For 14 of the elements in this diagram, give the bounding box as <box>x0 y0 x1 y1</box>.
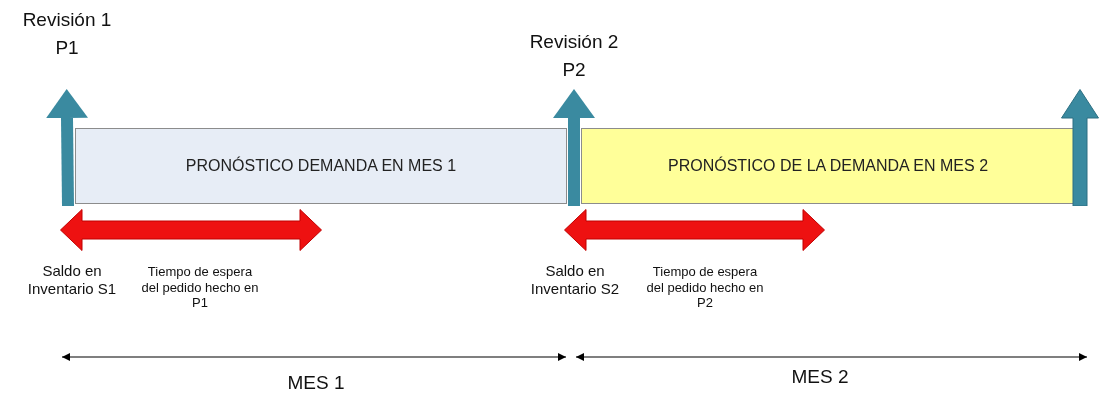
month-label: MES 1 <box>286 372 346 395</box>
inventory-label: Saldo en Inventario S2 <box>529 262 621 298</box>
forecast-band <box>581 128 1075 204</box>
forecast-band <box>75 128 567 204</box>
block-arrow <box>553 89 595 206</box>
month-label: MES 2 <box>790 366 850 389</box>
review-label: Revisión 2 P2 <box>528 30 620 82</box>
band-label: PRONÓSTICO DE LA DEMANDA EN MES 2 <box>667 157 989 175</box>
block-arrow <box>46 89 88 207</box>
band-label: PRONÓSTICO DEMANDA EN MES 1 <box>185 157 457 175</box>
inventory-label: Saldo en Inventario S1 <box>26 262 118 298</box>
review-label: Revisión 1 P1 <box>21 8 113 60</box>
lead-time-label: Tiempo de espera del pedido hecho en P2 <box>645 264 765 311</box>
lead-time-label: Tiempo de espera del pedido hecho en P1 <box>140 264 260 311</box>
